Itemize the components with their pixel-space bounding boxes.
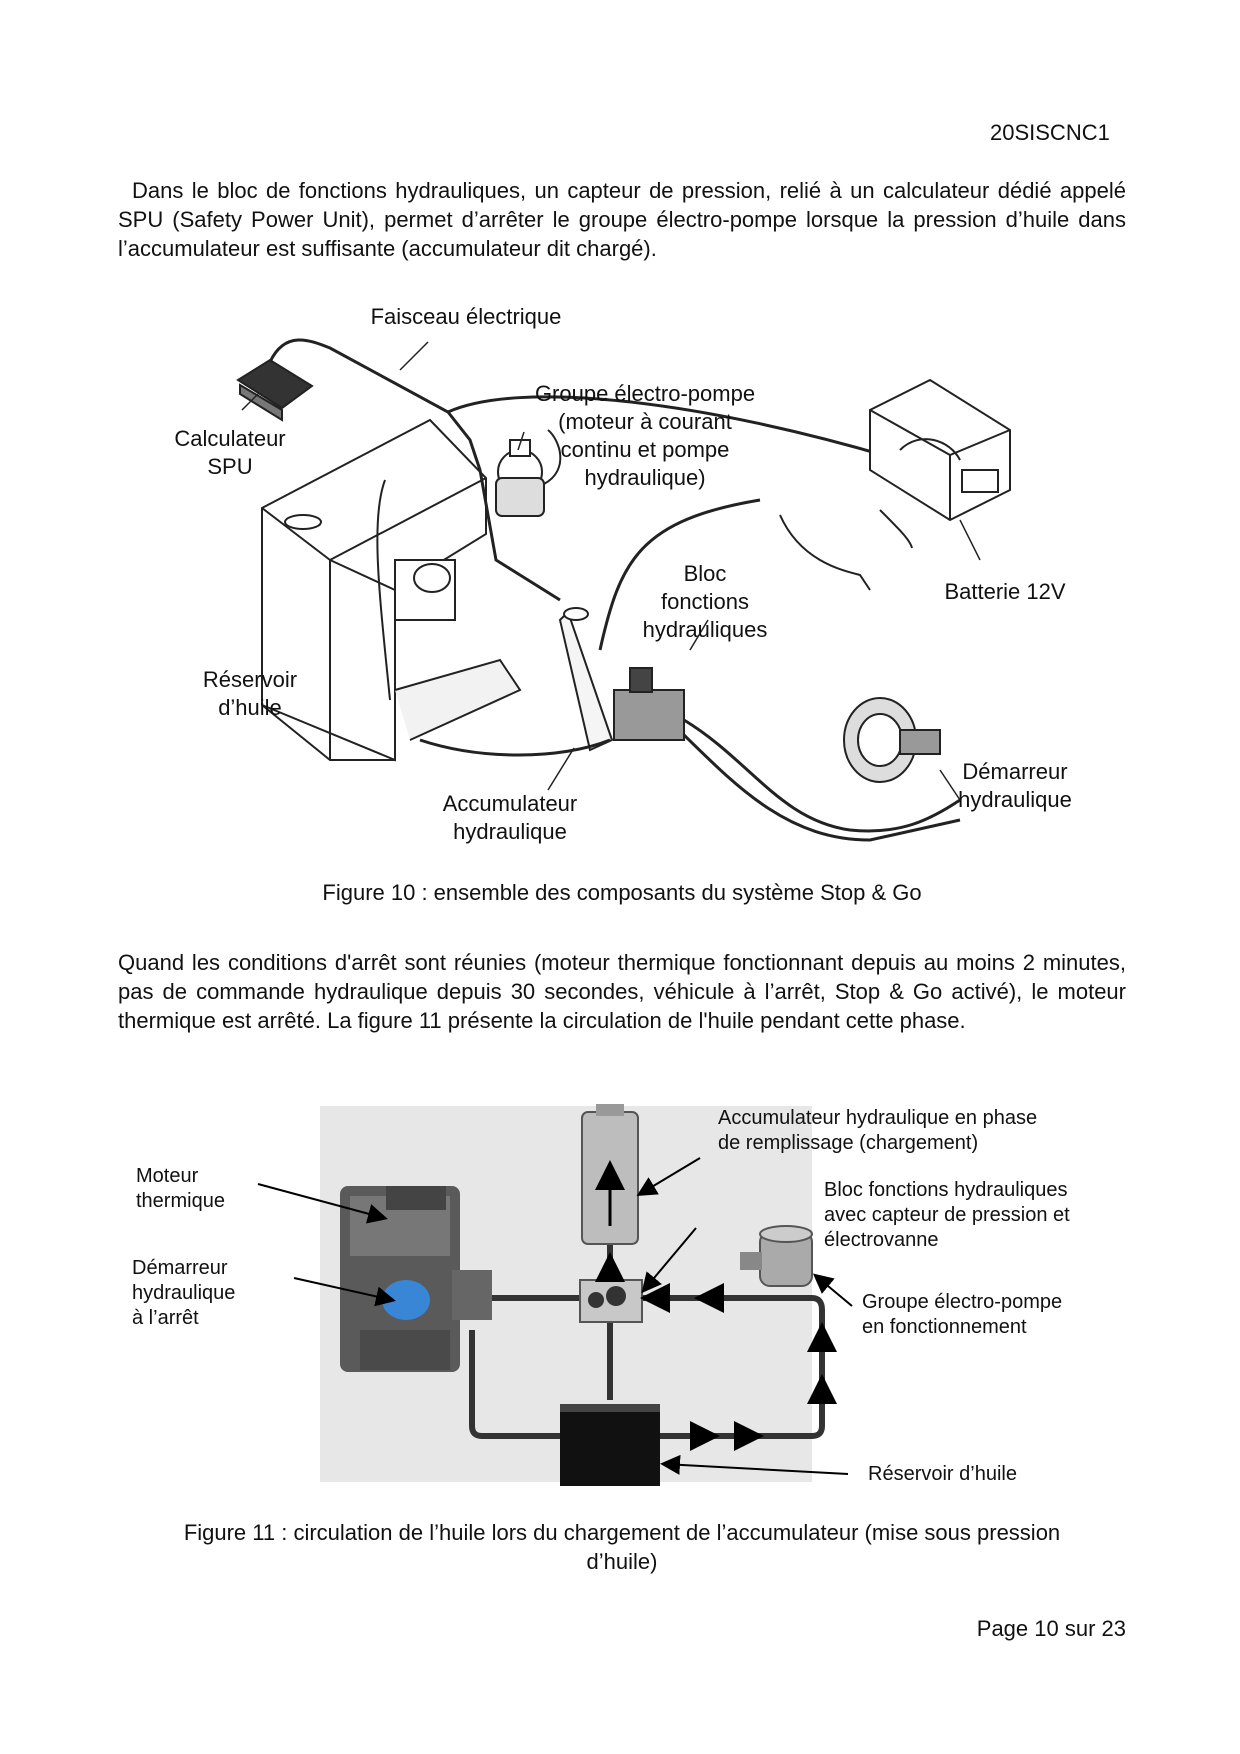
label-line: Démarreur (962, 759, 1068, 784)
label-hydraulic-block-sensor: Bloc fonctions hydrauliques avec capteur… (824, 1178, 1124, 1253)
label-line: hydraulique (958, 787, 1072, 812)
figure-11-diagram (257, 1104, 853, 1486)
label-line: (moteur à courant (558, 409, 732, 434)
label-line: Réservoir (202, 667, 298, 692)
label-line: à l’arrêt (132, 1307, 199, 1329)
electro-pump-drawing (740, 1225, 813, 1287)
accumulator-drawing (581, 1104, 639, 1245)
label-line: hydraulique (453, 819, 567, 844)
label-line: hydraulique (132, 1282, 236, 1304)
label-line: Bloc (683, 561, 727, 586)
label-line: électrovanne (824, 1229, 939, 1251)
label-accumulator-charging: Accumulateur hydraulique en phase de rem… (718, 1106, 1098, 1156)
battery-drawing (869, 378, 1011, 522)
stop-conditions-paragraph: Quand les conditions d'arrêt sont réunie… (118, 950, 1126, 1033)
label-line: Accumulateur (442, 791, 578, 816)
caption-line: d’huile) (586, 1549, 658, 1574)
label-line: hydraulique) (584, 465, 706, 490)
label-line: avec capteur de pression et (824, 1204, 1070, 1226)
label-hydraulic-block: Bloc fonctions hydrauliques (620, 560, 790, 644)
figure-11-caption: Figure 11 : circulation de l’huile lors … (118, 1518, 1126, 1576)
caption-line: Figure 11 : circulation de l’huile lors … (183, 1520, 1061, 1545)
figure-10-diagram (236, 338, 1011, 842)
label-electro-pump-group: Groupe électro-pompe (moteur à courant c… (505, 380, 785, 492)
label-line: Moteur (136, 1165, 199, 1187)
hydraulic-block-drawing (579, 1279, 643, 1323)
label-hydraulic-starter: Démarreur hydraulique (930, 758, 1100, 814)
label-line: continu et pompe (560, 437, 730, 462)
label-line: thermique (136, 1190, 225, 1212)
label-oil-reservoir: Réservoir d’huile (180, 666, 320, 722)
electro-pump-drawing (495, 429, 562, 517)
hydraulic-starter-drawing (843, 697, 941, 783)
label-oil-reservoir: Réservoir d’huile (868, 1463, 1017, 1485)
label-line: fonctions (660, 589, 750, 614)
label-line: Démarreur (132, 1257, 228, 1279)
label-line: Bloc fonctions hydrauliques (824, 1179, 1068, 1201)
oil-reservoir-drawing (560, 1404, 660, 1486)
page-number: Page 10 sur 23 (976, 1616, 1126, 1641)
label-thermal-engine: Moteur thermique (136, 1164, 266, 1214)
label-line: hydrauliques (642, 617, 768, 642)
label-line: Accumulateur hydraulique en phase (718, 1107, 1038, 1129)
label-line: de remplissage (chargement) (718, 1132, 979, 1154)
spu-calculator-drawing (236, 358, 314, 422)
label-accumulator: Accumulateur hydraulique (420, 790, 600, 846)
leader-lines (257, 1157, 853, 1475)
electrical-harness (268, 338, 561, 602)
label-line: Calculateur (174, 426, 286, 451)
label-hydraulic-starter-stopped: Démarreur hydraulique à l’arrêt (132, 1256, 292, 1331)
label-battery: Batterie 12V (944, 579, 1066, 604)
label-electro-pump-running: Groupe électro-pompe en fonctionnement (862, 1290, 1122, 1340)
oil-tank-drawing (261, 418, 522, 762)
document-code: 20SISCNC1 (990, 120, 1110, 145)
figure-10-caption: Figure 10 : ensemble des composants du s… (322, 880, 922, 905)
label-spu-calculator: Calculateur SPU (150, 425, 310, 481)
label-line: Groupe électro-pompe (534, 381, 756, 406)
accumulator-drawing (558, 607, 614, 752)
hydraulic-block-drawing (613, 667, 685, 741)
flow-arrows (595, 1252, 837, 1451)
label-line: en fonctionnement (862, 1316, 1027, 1338)
label-line: SPU (207, 454, 253, 479)
label-electrical-harness: Faisceau électrique (370, 304, 562, 329)
label-line: Groupe électro-pompe (862, 1291, 1063, 1313)
label-line: d’huile (218, 695, 282, 720)
intro-paragraph: Dans le bloc de fonctions hydrauliques, … (118, 178, 1126, 261)
